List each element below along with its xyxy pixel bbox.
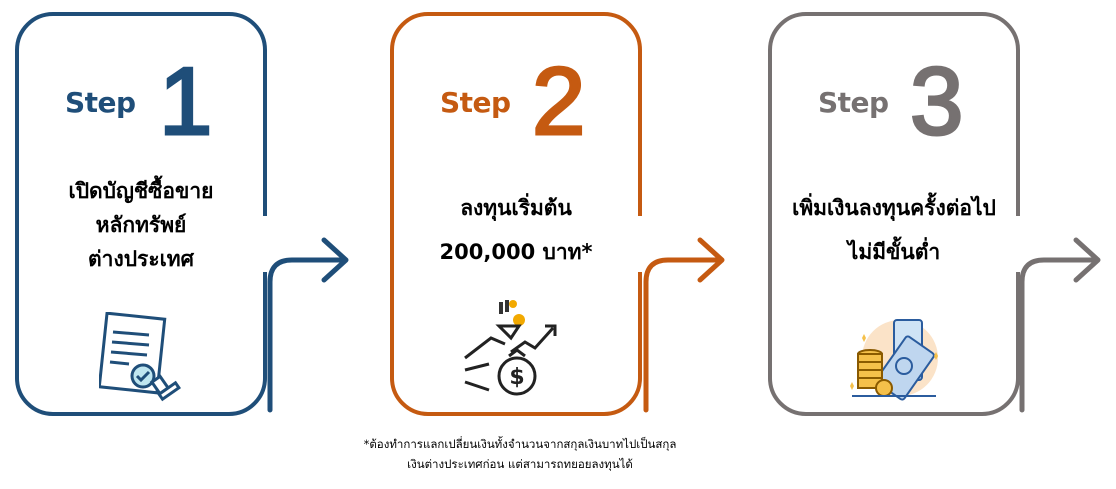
step-1-card: Step 1 เปิดบัญชีซื้อขาย หลักทรัพย์ ต่างป… bbox=[15, 12, 269, 416]
step-2-card: Step 2 ลงทุนเริ่มต้น 200,000 บาท* $ bbox=[390, 12, 644, 416]
footnote-line: เงินต่างประเทศก่อน แต่สามารถทยอยลงทุนได้ bbox=[407, 457, 633, 471]
card-border-gap bbox=[1012, 216, 1022, 272]
description-line: ต่างประเทศ bbox=[88, 247, 194, 271]
arrow-right-icon bbox=[267, 237, 349, 413]
arrow-right-icon bbox=[643, 237, 725, 413]
arrow-right-icon bbox=[1019, 237, 1101, 413]
step-number: 2 bbox=[530, 48, 586, 155]
description-line: 200,000 บาท* bbox=[439, 240, 593, 264]
step-header: Step 2 bbox=[394, 52, 638, 151]
svg-text:$: $ bbox=[509, 365, 524, 390]
step-label: Step bbox=[440, 86, 511, 119]
description-line: ไม่มีขั้นต่ำ bbox=[847, 240, 941, 264]
step-header: Step 1 bbox=[19, 52, 263, 151]
step-label: Step bbox=[818, 86, 889, 119]
footnote: *ต้องทำการแลกเปลี่ยนเงินทั้งจำนวนจากสกุล… bbox=[340, 434, 700, 474]
card-border-gap bbox=[259, 216, 269, 272]
step-description: เพิ่มเงินลงทุนครั้งต่อไป ไม่มีขั้นต่ำ bbox=[772, 186, 1016, 274]
description-line: หลักทรัพย์ bbox=[95, 213, 187, 237]
coins-banknotes-icon bbox=[844, 316, 944, 402]
step-number: 3 bbox=[908, 48, 964, 155]
description-line: เพิ่มเงินลงทุนครั้งต่อไป bbox=[792, 196, 996, 220]
document-check-stamp-icon bbox=[97, 311, 183, 402]
card-border-gap bbox=[634, 216, 644, 272]
step-3-card: Step 3 เพิ่มเงินลงทุนครั้งต่อไป ไม่มีขั้… bbox=[768, 12, 1022, 416]
step-header: Step 3 bbox=[772, 52, 1016, 151]
step-description: ลงทุนเริ่มต้น 200,000 บาท* bbox=[394, 186, 638, 274]
description-line: ลงทุนเริ่มต้น bbox=[460, 196, 572, 220]
step-number: 1 bbox=[157, 48, 213, 155]
footnote-line: *ต้องทำการแลกเปลี่ยนเงินทั้งจำนวนจากสกุล… bbox=[363, 437, 677, 451]
description-line: เปิดบัญชีซื้อขาย bbox=[68, 179, 214, 203]
money-bag-growth-icon: $ bbox=[461, 298, 571, 398]
step-description: เปิดบัญชีซื้อขาย หลักทรัพย์ ต่างประเทศ bbox=[19, 174, 263, 276]
step-label: Step bbox=[65, 86, 136, 119]
